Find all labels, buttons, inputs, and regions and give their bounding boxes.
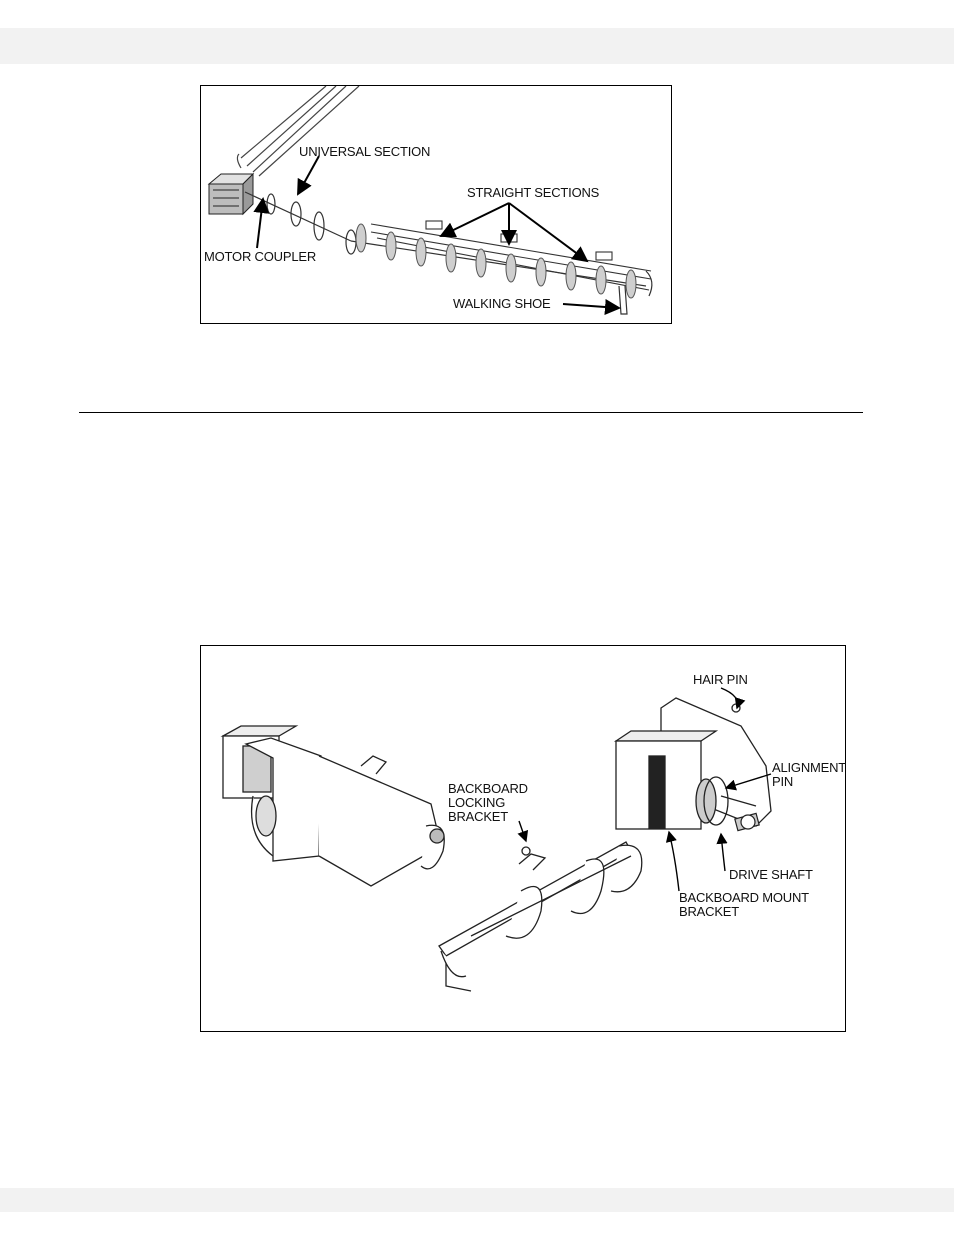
section-divider xyxy=(79,412,863,413)
universal-section-label: UNIVERSAL SECTION xyxy=(299,145,430,159)
auger-assembly-figure: UNIVERSAL SECTION STRAIGHT SECTIONS MOTO… xyxy=(200,85,672,324)
backboard-mount-bracket-label: BACKBOARD MOUNT BRACKET xyxy=(679,891,809,919)
page-footer-band xyxy=(0,1188,954,1212)
right-assembly-drawing xyxy=(616,698,771,829)
straight-sections-label: STRAIGHT SECTIONS xyxy=(467,186,599,200)
hair-pin-label: HAIR PIN xyxy=(693,673,748,687)
motor-block-drawing xyxy=(209,174,253,214)
motor-coupler-label: MOTOR COUPLER xyxy=(204,250,316,264)
auger-assembly-drawing xyxy=(201,86,671,323)
auger-flights-drawing xyxy=(245,192,646,286)
backboard-assembly-figure: HAIR PIN ALIGNMENT PIN BACKBOARD LOCKING… xyxy=(200,645,846,1032)
backboard-auger-drawing xyxy=(439,842,642,991)
tube-drawing xyxy=(237,86,359,176)
backboard-assembly-drawing xyxy=(201,646,845,1031)
drive-shaft-label: DRIVE SHAFT xyxy=(729,868,813,882)
left-assembly-drawing xyxy=(223,726,444,886)
backboard-locking-bracket-label: BACKBOARD LOCKING BRACKET xyxy=(448,782,528,824)
page-header-band xyxy=(0,28,954,64)
leader-arrows xyxy=(257,156,619,308)
alignment-pin-label: ALIGNMENT PIN xyxy=(772,761,846,789)
walking-shoe-label: WALKING SHOE xyxy=(453,297,551,311)
